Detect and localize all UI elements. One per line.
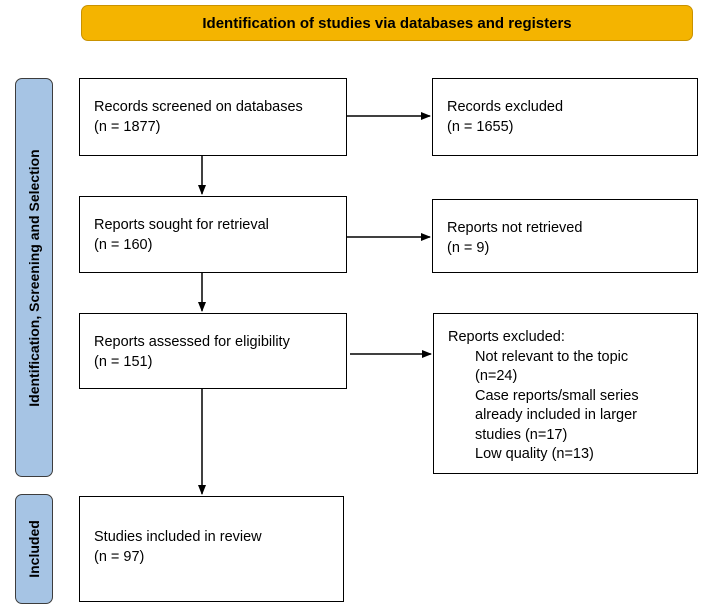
reports-assessed-count: (n = 151): [94, 354, 153, 370]
exclusion-reason-line: Case reports/small series: [475, 387, 639, 404]
exclusion-reason-line: already included in larger: [475, 407, 638, 423]
records-screened-count: (n = 1877): [94, 119, 161, 135]
exclusion-reason-line: (n=24): [475, 368, 518, 384]
reports-not-retrieved-box: Reports not retrieved (n = 9): [432, 199, 698, 273]
records-excluded-title: Records excluded: [447, 99, 564, 115]
reports-sought-box: Reports sought for retrieval (n = 160): [79, 196, 347, 273]
records-excluded-count: (n = 1655): [447, 119, 514, 135]
reports-assessed-box: Reports assessed for eligibility (n = 15…: [79, 313, 347, 389]
studies-included-count: (n = 97): [94, 549, 145, 565]
studies-included-title: Studies included in review: [94, 529, 262, 545]
screening-stage-label: Identification, Screening and Selection: [15, 78, 53, 477]
included-stage-label: Included: [15, 494, 53, 604]
exclusion-reason-line: Low quality (n=13): [475, 446, 594, 462]
reports-excluded-box: Reports excluded: Not relevant to the to…: [433, 313, 698, 474]
studies-included-box: Studies included in review (n = 97): [79, 496, 344, 602]
reports-not-retrieved-count: (n = 9): [447, 240, 490, 256]
reports-assessed-title: Reports assessed for eligibility: [94, 334, 290, 350]
records-screened-box: Records screened on databases (n = 1877): [79, 78, 347, 156]
reports-not-retrieved-title: Reports not retrieved: [447, 220, 583, 236]
records-screened-title: Records screened on databases: [94, 99, 303, 115]
exclusion-reason-line: studies (n=17): [475, 426, 568, 443]
reports-sought-title: Reports sought for retrieval: [94, 217, 269, 233]
reports-sought-count: (n = 160): [94, 237, 153, 253]
exclusion-reason-line: Not relevant to the topic: [475, 348, 629, 365]
identification-header: Identification of studies via databases …: [81, 5, 693, 41]
records-excluded-box: Records excluded (n = 1655): [432, 78, 698, 156]
reports-excluded-title: Reports excluded:: [448, 329, 565, 345]
